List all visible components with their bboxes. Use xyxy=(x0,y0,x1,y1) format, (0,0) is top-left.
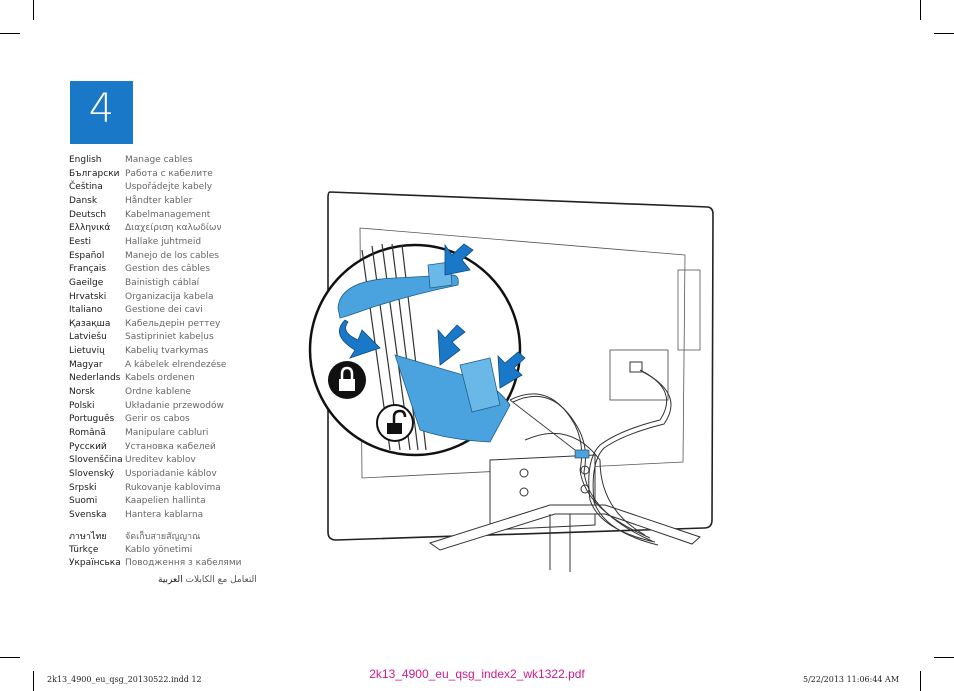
crop-mark xyxy=(920,671,921,691)
rotate-arrow-icon xyxy=(338,319,381,359)
language-name: Čeština xyxy=(69,182,103,193)
language-translation: Håndter kabler xyxy=(125,195,193,206)
language-name: Български xyxy=(69,168,120,179)
language-translation: Gerir os cabos xyxy=(125,414,190,425)
arabic-text: التعامل مع الكابلات xyxy=(185,575,257,585)
stand-base xyxy=(428,504,701,551)
crop-mark xyxy=(33,0,34,20)
language-name: Deutsch xyxy=(69,209,107,220)
language-name: Қазақша xyxy=(69,318,111,329)
language-name: Română xyxy=(69,428,106,438)
footer-left: 2k13_4900_eu_qsg_20130522.indd 12 xyxy=(47,675,202,684)
connector-port xyxy=(629,361,643,373)
language-translation: Uspořádejte kabely xyxy=(125,182,213,193)
language-translation: Кабельдерін реттеу xyxy=(125,318,221,329)
language-translation: Работа с кабелите xyxy=(125,168,213,179)
language-name: Latviešu xyxy=(69,332,107,343)
language-translation: จัดเก็บสายสัญญาณ xyxy=(125,531,201,542)
language-name: Ελληνικά xyxy=(69,223,111,234)
footer-right: 5/22/2013 11:06:44 AM xyxy=(803,675,900,684)
language-name: Suomi xyxy=(69,496,98,507)
language-translation: Bainistigh cáblaí xyxy=(125,277,200,288)
language-name: Nederlands xyxy=(69,373,121,384)
language-name: Norsk xyxy=(69,387,95,398)
cable-bundle xyxy=(509,369,672,546)
language-name: Polski xyxy=(69,400,95,411)
language-translation: Kaapelien hallinta xyxy=(125,496,206,507)
crop-mark xyxy=(934,33,954,34)
tv-side-slot xyxy=(677,269,701,351)
language-name: Français xyxy=(69,264,107,275)
language-name: ภาษาไทย xyxy=(69,531,107,542)
language-name: Svenska xyxy=(69,509,107,520)
up-arrow-icon xyxy=(437,324,466,366)
crop-mark xyxy=(33,671,34,691)
crop-mark xyxy=(0,33,20,34)
step-number: 4 xyxy=(88,86,115,132)
language-name: Gaeilge xyxy=(69,277,104,288)
language-translation: Hallake juhtmeid xyxy=(125,236,202,247)
language-name: Lietuvių xyxy=(69,346,105,357)
arabic-row: التعامل مع الكابلات العربية xyxy=(158,575,275,585)
language-name: Slovenský xyxy=(69,468,115,479)
language-translation: Manejo de los cables xyxy=(125,250,219,261)
cable-management-illustration xyxy=(308,191,714,572)
crop-mark xyxy=(0,657,20,658)
language-name: Italiano xyxy=(69,305,103,316)
step-number-box: 4 xyxy=(70,81,133,144)
language-translation: Organizacija kabela xyxy=(125,291,214,302)
unlock-icon xyxy=(376,404,414,442)
cable-tie xyxy=(574,449,590,459)
language-name: Eesti xyxy=(69,236,91,247)
up-arrow-icon xyxy=(444,243,474,276)
language-translation: Установка кабелей xyxy=(125,441,216,452)
language-translation: Kablo yönetimi xyxy=(125,544,193,555)
lock-icon xyxy=(328,361,366,399)
language-name: Magyar xyxy=(69,359,103,370)
language-name: Srpski xyxy=(69,482,97,493)
language-translation: Kabelmanagement xyxy=(125,209,211,220)
connector-panel xyxy=(609,349,669,401)
language-name: Slovenščina xyxy=(69,455,123,466)
language-translation: Manage cables xyxy=(125,155,193,165)
detail-strap-top xyxy=(337,274,459,319)
language-name: Hrvatski xyxy=(69,291,107,302)
language-translation: A kábelek elrendezése xyxy=(125,359,227,370)
language-name: Português xyxy=(69,414,115,425)
language-translation: Układanie przewodów xyxy=(125,400,224,411)
language-translation: Kabels ordenen xyxy=(125,373,195,384)
language-translation: Usporiadanie káblov xyxy=(125,468,217,479)
language-translation: Поводження з кабелями xyxy=(125,558,242,569)
language-translation: Kabelių tvarkymas xyxy=(125,346,209,357)
crop-mark xyxy=(920,0,921,20)
language-translation: Sastipriniet kabeļus xyxy=(125,332,214,343)
language-translation: Διαχείριση καλωδίων xyxy=(125,223,222,234)
up-arrow-icon xyxy=(497,351,526,389)
language-translation: Manipulare cabluri xyxy=(125,428,209,438)
crop-mark xyxy=(934,657,954,658)
footer-center: 2k13_4900_eu_qsg_index2_wk1322.pdf xyxy=(369,667,585,681)
language-translation: Ordne kablene xyxy=(125,387,192,398)
language-name: Español xyxy=(69,250,105,261)
arabic-name: العربية xyxy=(158,575,183,585)
language-name: Dansk xyxy=(69,195,98,206)
language-name: English xyxy=(69,155,102,165)
language-translation: Rukovanje kablovima xyxy=(125,482,221,493)
language-name: Türkçe xyxy=(69,544,99,555)
language-translation: Gestione dei cavi xyxy=(125,305,203,316)
language-translation: Ureditev kablov xyxy=(125,455,196,466)
language-translation: Hantera kablarna xyxy=(125,509,204,520)
language-name: Русский xyxy=(69,441,107,452)
language-translation: Gestion des câbles xyxy=(125,264,211,275)
language-name: Українська xyxy=(69,558,121,569)
